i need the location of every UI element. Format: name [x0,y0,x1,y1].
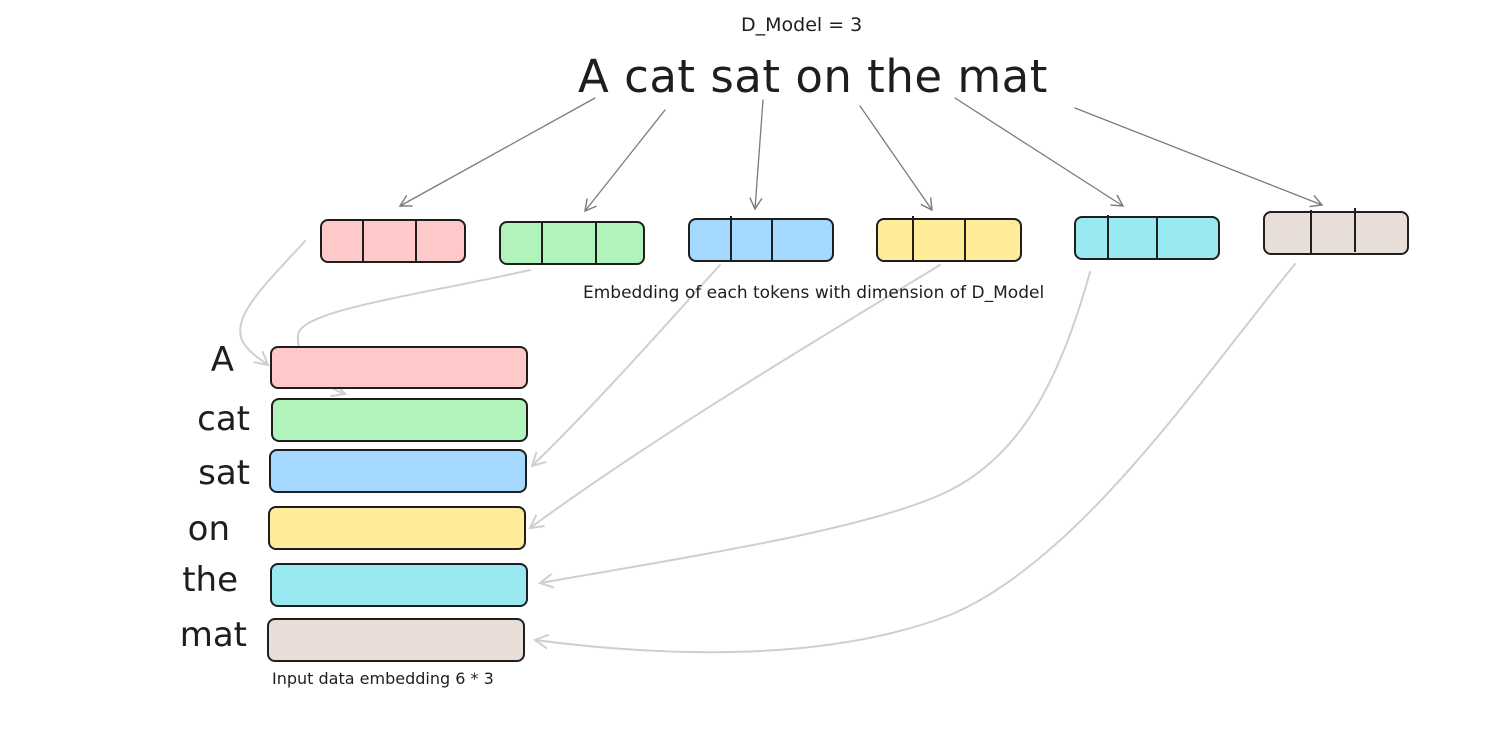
d-model-label: D_Model = 3 [741,14,863,36]
input-sentence: A cat sat on the mat [578,50,1048,103]
row-label-sat: sat [198,453,250,493]
arrow-the-to-row [540,271,1091,583]
arrow-word-a [398,97,596,207]
arrow-word-the [954,97,1125,207]
matrix-row-a [270,346,528,389]
embedding-vector-mat [1263,208,1409,255]
embedding-vector-the [1074,215,1220,260]
matrix-row-the [270,563,528,607]
row-label-on: on [187,509,230,549]
arrow-a-to-row [239,240,306,365]
word-to-embedding-arrows [398,97,1324,213]
embedding-vectors [320,208,1409,265]
matrix-row-sat [269,449,527,493]
arrow-word-mat [1074,107,1324,208]
embedding-caption: Embedding of each tokens with dimension … [583,283,1045,303]
row-label-the: the [182,560,238,600]
embedding-vector-sat [688,216,834,262]
arrow-on-to-row [530,264,941,528]
arrow-word-sat [749,99,764,211]
arrow-mat-to-row [535,263,1296,654]
arrow-word-on [859,105,933,212]
token-to-row-arrows [239,240,1296,654]
row-label-a: A [210,340,234,380]
input-embedding-matrix [267,346,528,662]
row-label-cat: cat [197,399,250,439]
arrow-word-cat [584,109,666,213]
embedding-vector-cat [499,221,645,265]
matrix-caption: Input data embedding 6 * 3 [272,669,494,688]
matrix-row-on [268,506,526,550]
arrow-sat-to-row [532,264,721,466]
embedding-vector-on [876,216,1022,262]
matrix-row-cat [271,398,528,442]
matrix-row-mat [267,618,525,662]
embedding-vector-a [320,219,466,263]
row-label-mat: mat [179,615,247,655]
